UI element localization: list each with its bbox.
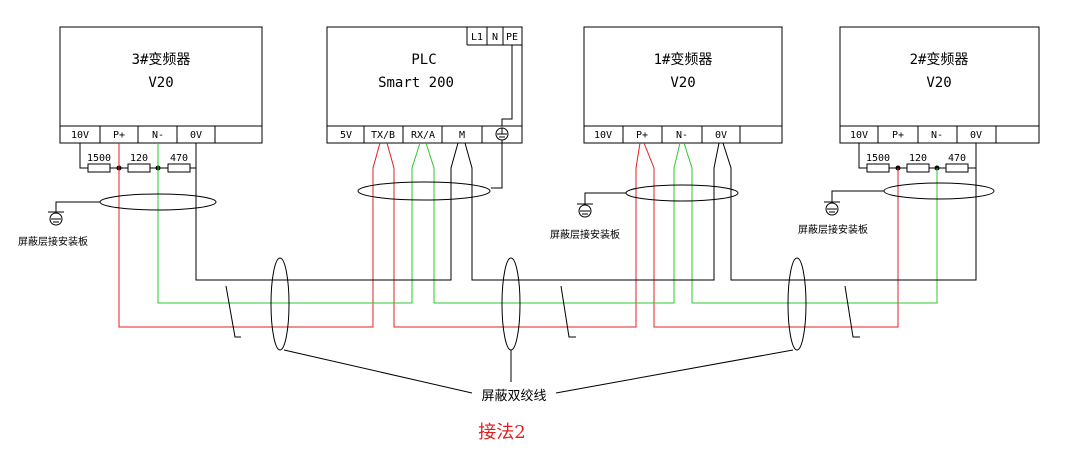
p-plus-wires	[118, 142, 899, 328]
plc-terminal-l1: L1	[471, 32, 483, 43]
vfd1-terminal-0v: 0V	[715, 130, 727, 141]
resistor-1500-right	[866, 163, 890, 173]
resistor-network-right: 1500 120 470	[858, 143, 977, 173]
vfd3-block: 3#变频器 V20 10V P+ N- 0V	[59, 26, 263, 144]
resistor-label-1500-right: 1500	[866, 153, 890, 164]
vfd3-terminal-10v: 10V	[71, 130, 89, 141]
resistor-label-1500-left: 1500	[87, 153, 111, 164]
ground-wires	[195, 142, 977, 281]
vfd3-title: 3#变频器	[132, 52, 191, 68]
ground-icon-mid	[577, 203, 593, 218]
shield-ground-label-mid: 屏蔽层接安装板	[550, 228, 620, 241]
n-minus-wires	[157, 142, 938, 304]
shield-drain-marks	[225, 285, 860, 338]
twisted-pair-cable-2	[501, 257, 521, 351]
vfd3-terminal-0v: 0V	[190, 130, 202, 141]
plc-terminal-5v: 5V	[340, 130, 352, 141]
vfd2-title: 2#变频器	[910, 52, 969, 68]
vfd2-terminal-10v: 10V	[850, 130, 868, 141]
resistor-label-120-left: 120	[130, 153, 148, 164]
vfd3-terminal-p-plus: P+	[113, 130, 125, 141]
resistor-120-right	[906, 163, 930, 173]
plc-body	[326, 26, 523, 144]
vfd1-terminal-n-minus: N-	[676, 130, 688, 141]
twisted-pair-leaders	[283, 349, 794, 394]
plc-title: PLC	[411, 52, 436, 68]
vfd2-block: 2#变频器 V20 10V P+ N- 0V	[839, 26, 1040, 144]
twisted-pair-cable-1	[270, 257, 290, 351]
resistor-label-470-left: 470	[170, 153, 188, 164]
shield-ground-label-right: 屏蔽层接安装板	[798, 223, 868, 236]
plc-terminal-m: M	[459, 130, 465, 141]
plc-block: PLC Smart 200 L1 N PE 5V TX/B RX/A M	[326, 26, 523, 189]
vfd1-block: 1#变频器 V20 10V P+ N- 0V	[583, 26, 783, 144]
plc-model: Smart 200	[378, 75, 454, 91]
shield-ground-right: 屏蔽层接安装板	[798, 190, 884, 236]
resistor-network-left: 1500 120 470	[79, 143, 197, 173]
vfd3-terminal-n-minus: N-	[152, 130, 164, 141]
shield-sleeve-vfd1	[625, 184, 739, 202]
vfd1-body	[583, 26, 783, 144]
plc-terminal-tx-b: TX/B	[371, 130, 395, 141]
shield-ground-mid: 屏蔽层接安装板	[550, 192, 626, 241]
ground-icon-right	[824, 201, 840, 216]
ground-icon-left	[48, 211, 64, 226]
shield-ground-left: 屏蔽层接安装板	[18, 201, 100, 248]
resistor-label-120-right: 120	[909, 153, 927, 164]
vfd1-terminal-p-plus: P+	[636, 130, 648, 141]
vfd1-model: V20	[670, 75, 695, 91]
shield-sleeve-plc	[357, 181, 491, 201]
vfd2-terminal-0v: 0V	[970, 130, 982, 141]
vfd3-model: V20	[148, 75, 173, 91]
vfd1-terminal-10v: 10V	[594, 130, 612, 141]
resistor-label-470-right: 470	[948, 153, 966, 164]
resistor-470-left	[167, 163, 191, 173]
vfd3-body	[59, 26, 263, 144]
shield-sleeve-vfd2	[883, 182, 995, 200]
vfd2-model: V20	[926, 75, 951, 91]
vfd1-title: 1#变频器	[654, 52, 713, 68]
vfd2-body	[839, 26, 1040, 144]
plc-terminal-n: N	[492, 32, 498, 43]
plc-terminal-rx-a: RX/A	[411, 130, 435, 141]
resistor-120-left	[127, 163, 151, 173]
plc-terminal-pe: PE	[506, 32, 518, 43]
vfd2-terminal-p-plus: P+	[892, 130, 904, 141]
vfd2-terminal-n-minus: N-	[931, 130, 943, 141]
twisted-pair-cable-3	[787, 257, 807, 351]
twisted-pair-label: 屏蔽双绞线	[481, 388, 546, 404]
resistor-470-right	[945, 163, 969, 173]
shield-ground-label-left: 屏蔽层接安装板	[18, 235, 88, 248]
resistor-1500-left	[87, 163, 111, 173]
diagram-caption: 接法2	[478, 422, 525, 443]
